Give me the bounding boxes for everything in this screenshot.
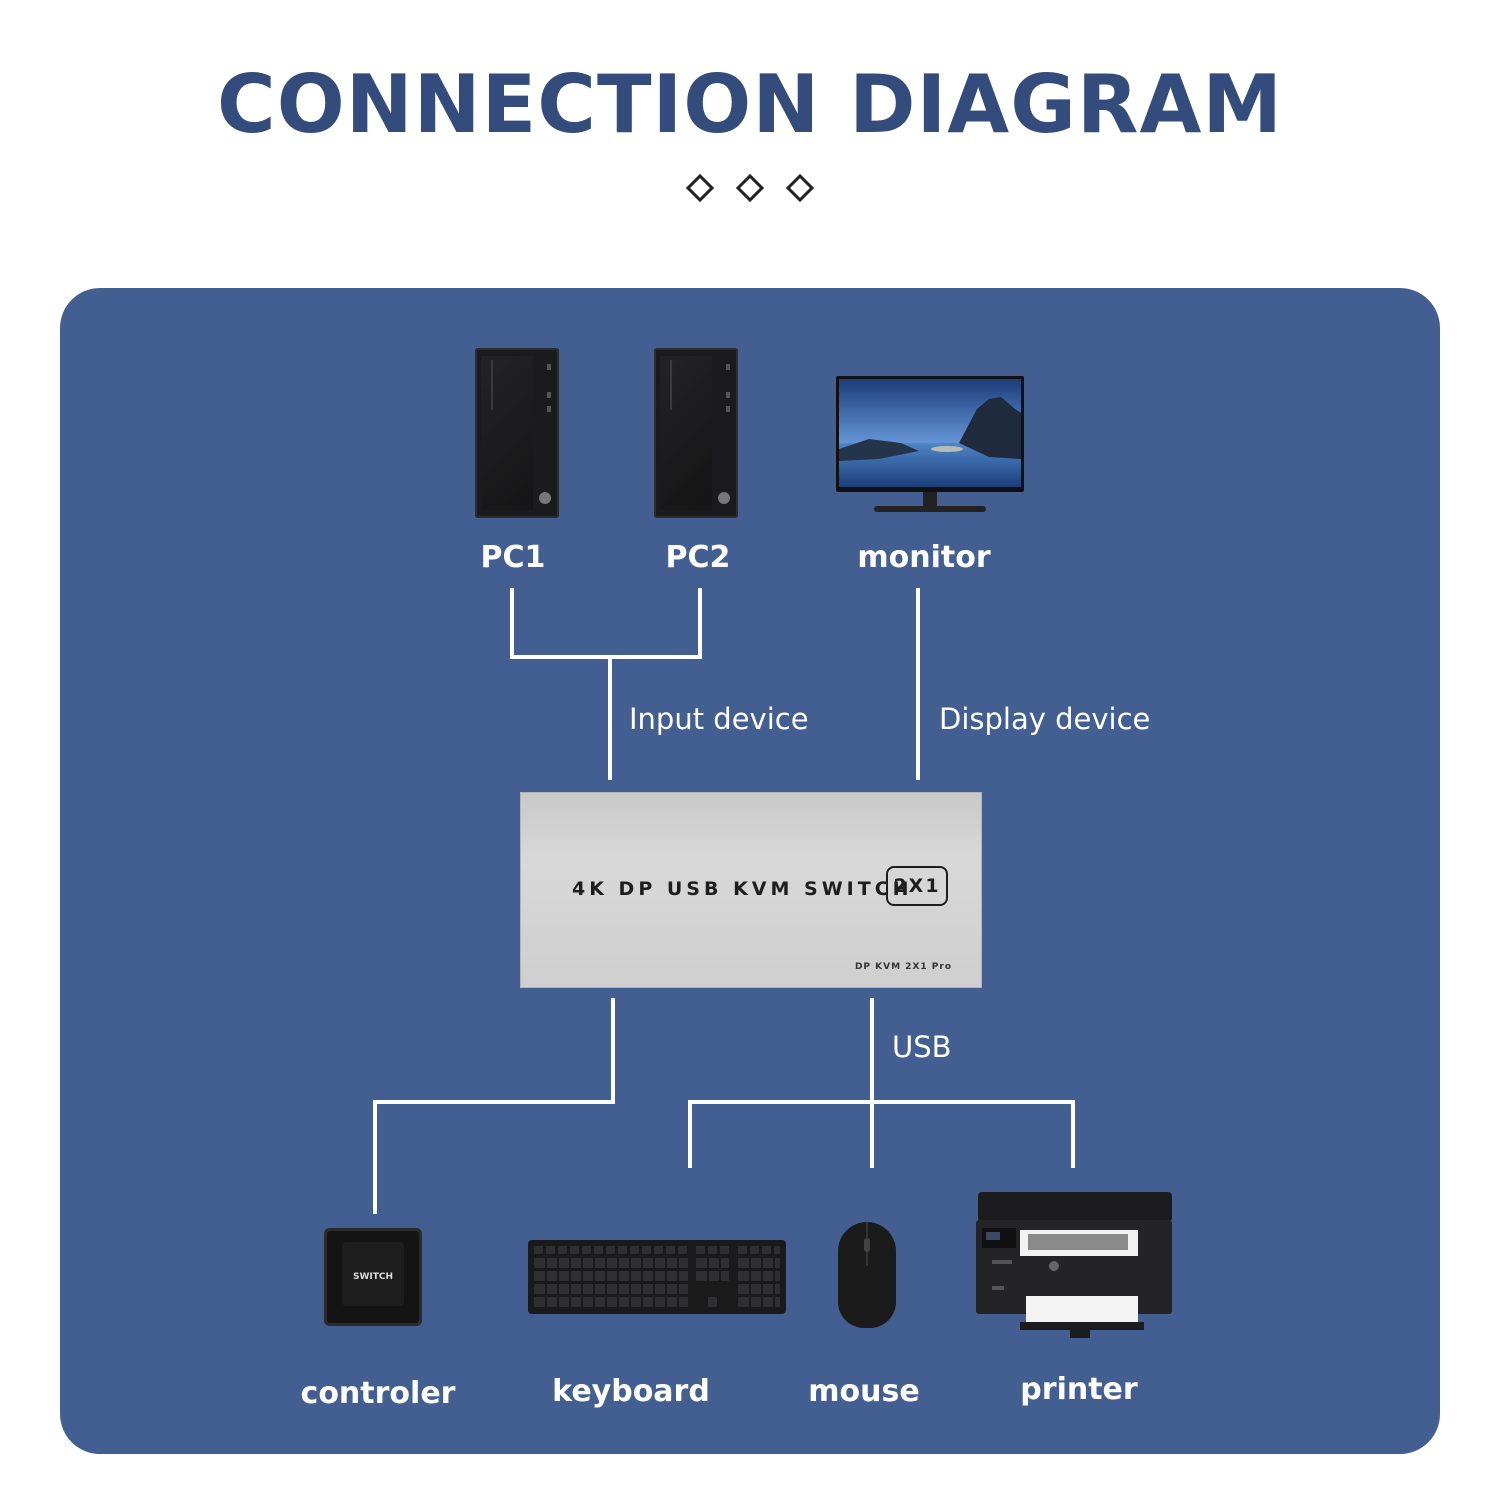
usb-label: USB	[892, 1030, 952, 1064]
mouse-label: mouse	[808, 1374, 920, 1409]
switch-name: 4K DP USB KVM SWITCH	[572, 878, 913, 900]
keyboard-icon	[528, 1240, 786, 1314]
monitor-base	[874, 506, 986, 512]
monitor-label: monitor	[857, 540, 991, 575]
keyboard-label: keyboard	[552, 1374, 710, 1409]
pc2-label: PC2	[665, 540, 731, 575]
controller-icon: SWITCH	[324, 1228, 422, 1326]
switch-model: DP KVM 2X1 Pro	[854, 962, 952, 972]
kvm-switch: 4K DP USB KVM SWITCH 2X1 DP KVM 2X1 Pro	[520, 792, 982, 988]
page-title: CONNECTION DIAGRAM	[216, 58, 1283, 151]
printer-label: printer	[1020, 1372, 1138, 1407]
controller-button-label: SWITCH	[352, 1272, 394, 1282]
monitor-icon	[836, 376, 1024, 492]
controller-line	[373, 998, 615, 1214]
pc1-tower-icon	[475, 348, 559, 518]
display-device-label: Display device	[939, 702, 1151, 736]
mouse-icon	[838, 1222, 896, 1328]
printer-icon	[974, 1190, 1172, 1340]
monitor-stand	[923, 492, 937, 506]
pc1-label: PC1	[480, 540, 546, 575]
input-device-label: Input device	[629, 702, 809, 736]
controller-label: controler	[300, 1376, 456, 1411]
switch-badge: 2X1	[886, 866, 948, 906]
pc-input-line	[510, 588, 702, 659]
pc2-tower-icon	[654, 348, 738, 518]
usb-branch-line	[688, 1100, 1075, 1168]
